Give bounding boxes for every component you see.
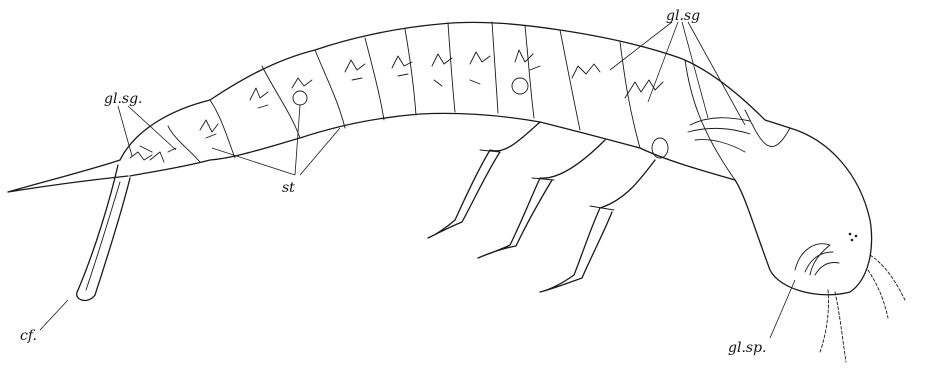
label-gl-sp: gl.sp. xyxy=(728,340,767,356)
legs xyxy=(428,122,655,292)
segment-lines xyxy=(168,22,790,180)
label-st: st xyxy=(282,180,295,196)
body-outline xyxy=(8,22,872,300)
antennae xyxy=(820,255,905,362)
label-gl-sg-posterior: gl.sg. xyxy=(104,91,143,107)
leader-lines xyxy=(40,22,795,338)
label-gl-sg-anterior: gl.sg xyxy=(666,8,700,24)
label-cf: cf. xyxy=(20,328,37,344)
